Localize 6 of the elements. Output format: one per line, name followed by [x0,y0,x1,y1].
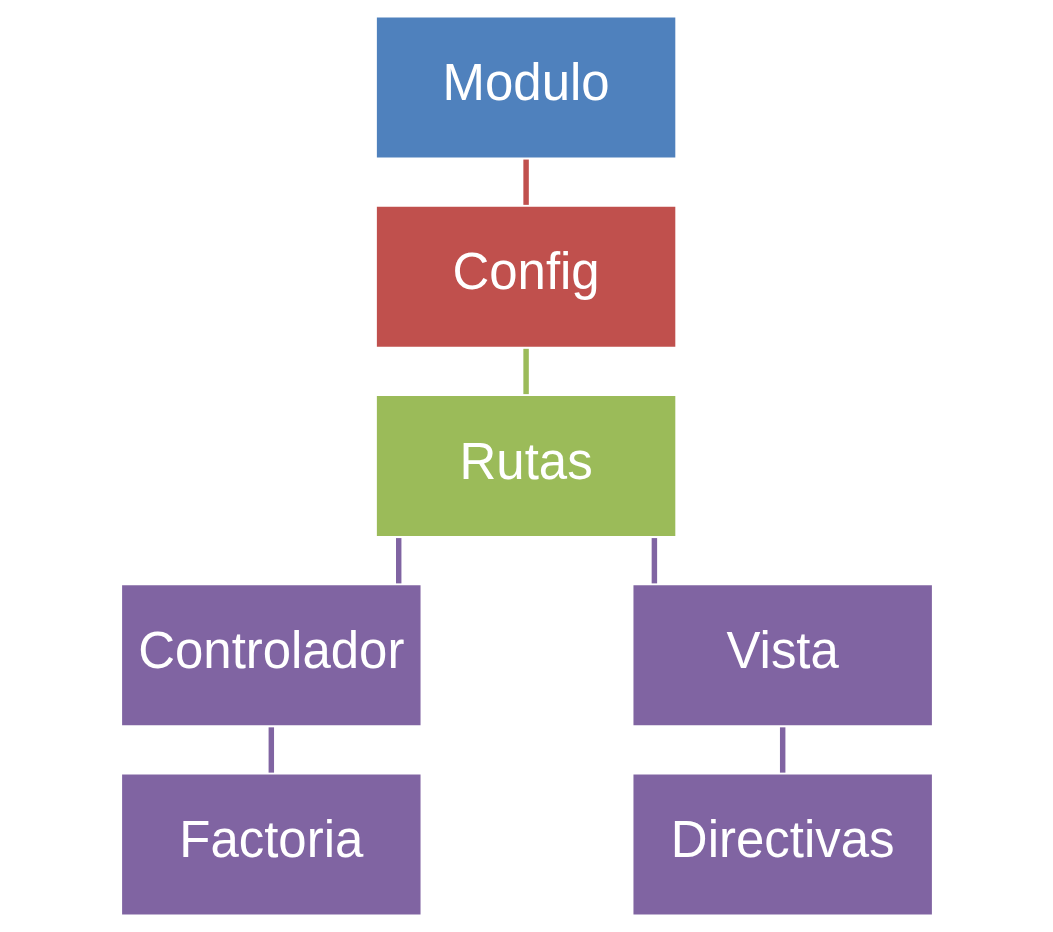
connector [779,727,785,773]
connector [395,538,401,584]
connector [522,159,529,205]
connector [651,538,657,584]
connector [268,727,274,773]
connector [522,348,529,395]
